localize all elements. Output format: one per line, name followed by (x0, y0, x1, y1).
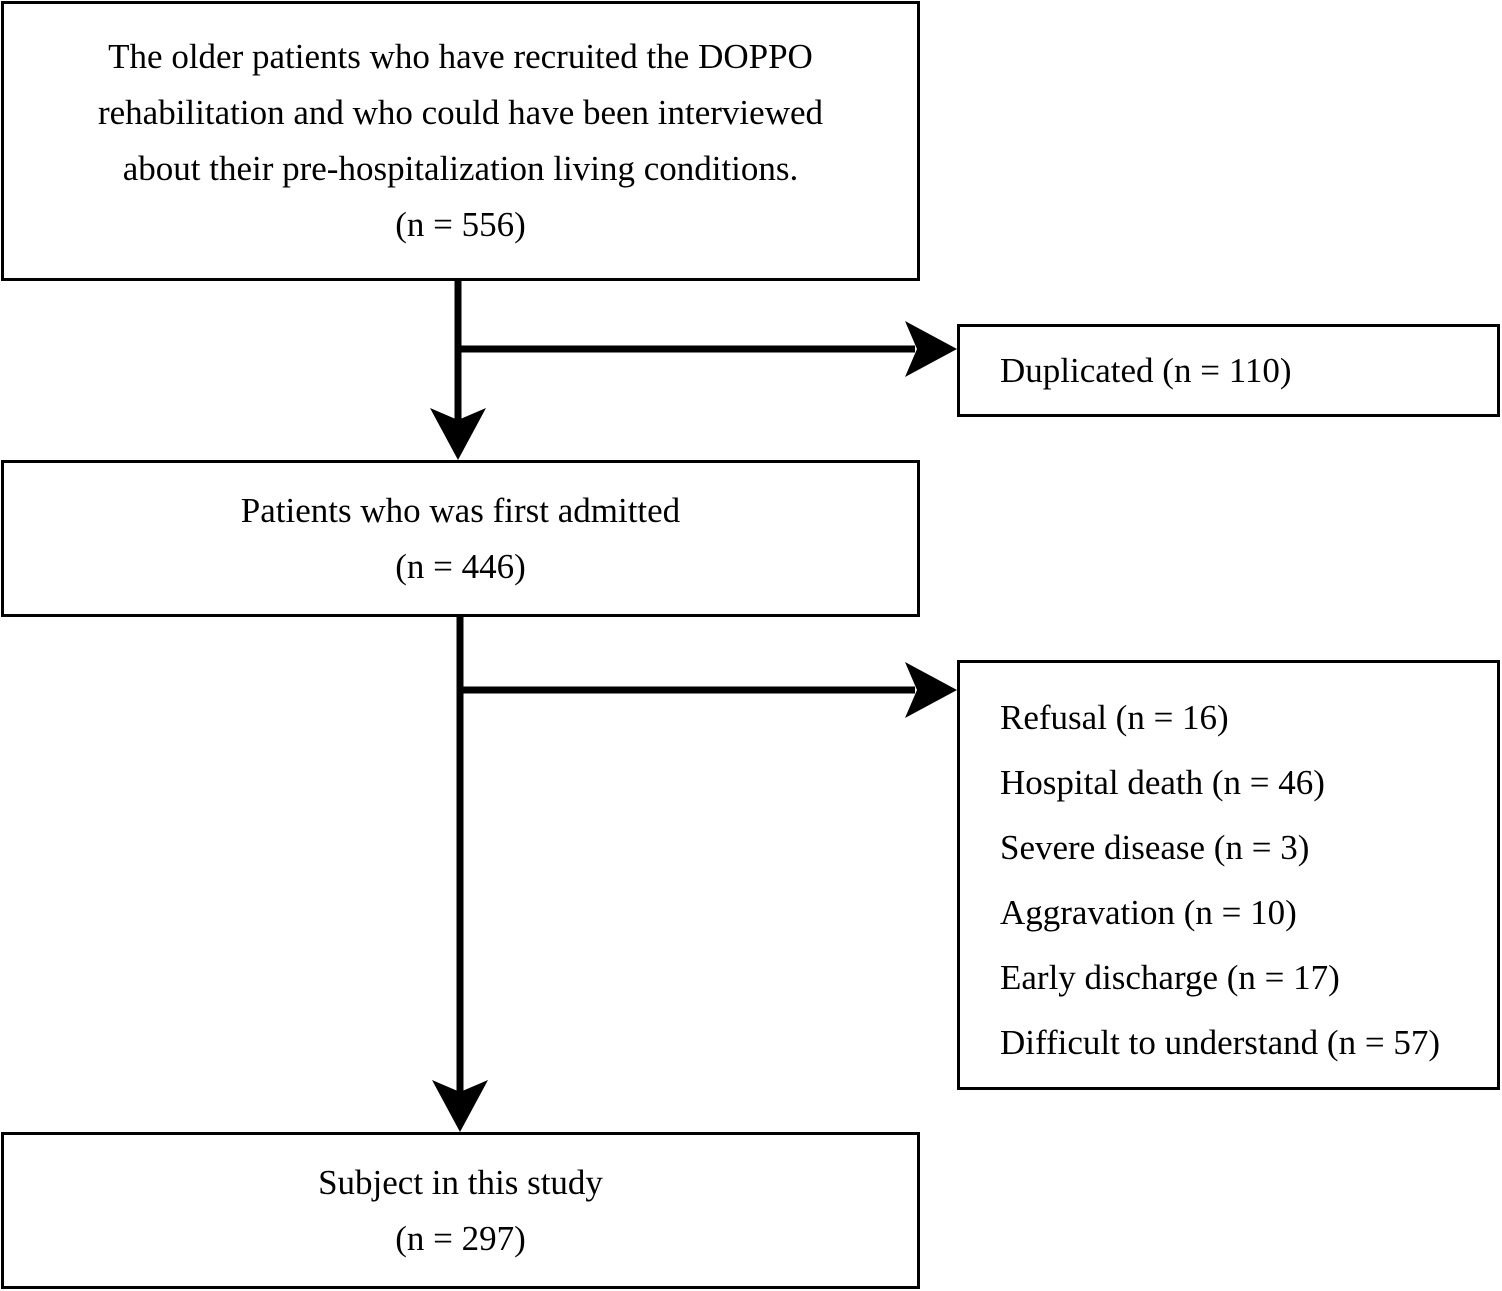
subject-count: (n = 297) (395, 1218, 526, 1258)
first-admitted-box: Patients who was first admitted (n = 446… (1, 460, 920, 617)
first-admitted-label: Patients who was first admitted (240, 490, 681, 530)
arrowhead-right-duplicated (905, 321, 957, 377)
subject-label: Subject in this study (318, 1162, 603, 1202)
exclusion-difficult-to-understand: Difficult to understand (n = 57) (1000, 1023, 1440, 1062)
initial-count: (n = 556) (395, 205, 526, 244)
initial-text-line-1: The older patients who have recruited th… (108, 37, 813, 76)
exclusion-hospital-death: Hospital death (n = 46) (1000, 763, 1325, 802)
exclusion-aggravation: Aggravation (n = 10) (1000, 893, 1297, 932)
first-admitted-count: (n = 446) (395, 546, 526, 586)
initial-text-line-2: rehabilitation and who could have been i… (97, 93, 824, 132)
study-subject-box: Subject in this study (n = 297) (1, 1132, 920, 1289)
initial-text-line-3: about their pre-hospitalization living c… (122, 149, 799, 188)
exclusion-severe-disease: Severe disease (n = 3) (1000, 828, 1310, 867)
duplicated-label: Duplicated (n = 110) (1000, 350, 1292, 390)
duplicated-exclusion-box: Duplicated (n = 110) (957, 324, 1500, 417)
exclusion-reasons-box: Refusal (n = 16) Hospital death (n = 46)… (957, 660, 1500, 1090)
arrowhead-down-first (430, 408, 486, 460)
initial-population-box: The older patients who have recruited th… (1, 1, 920, 281)
exclusion-refusal: Refusal (n = 16) (1000, 698, 1229, 737)
arrowhead-right-excluded (905, 662, 957, 718)
exclusion-early-discharge: Early discharge (n = 17) (1000, 958, 1340, 997)
arrowhead-down-subject (432, 1080, 488, 1132)
